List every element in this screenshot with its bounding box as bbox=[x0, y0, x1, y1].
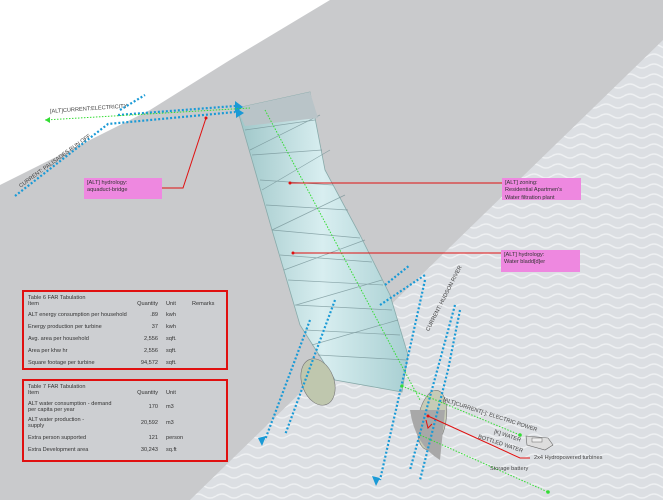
note-water-filtration: [ALT] zoning: Residential Apartmen's Wat… bbox=[502, 178, 581, 201]
table-row: ALT water production - supply 20,592 m3 bbox=[28, 417, 222, 429]
cell: Extra person supported bbox=[28, 435, 87, 441]
table-row: Avg. area per household 2,556 sqft. bbox=[28, 336, 222, 342]
cell: Avg. area per household bbox=[28, 336, 89, 342]
cell: sqft. bbox=[166, 360, 177, 366]
header-item: Item bbox=[28, 390, 39, 396]
callout-lines bbox=[162, 117, 530, 459]
header-unit: Unit bbox=[166, 301, 176, 307]
table-7-far-tabulation: Table 7 FAR Tabulation Item Quantity Uni… bbox=[22, 379, 228, 462]
table-header: Item Quantity Unit bbox=[28, 390, 222, 396]
cell: 121 bbox=[148, 435, 158, 441]
table-row: Extra Development area 30,243 sq.ft bbox=[28, 447, 222, 453]
cell: sqft. bbox=[166, 348, 177, 354]
cell: 20,592 bbox=[140, 420, 158, 426]
cell: 2,556 bbox=[144, 348, 158, 354]
table-row: Extra person supported 121 person bbox=[28, 435, 222, 441]
table-row: Square footage per turbine 94,572 sqft. bbox=[28, 360, 222, 366]
cell: ALT water production - supply bbox=[28, 417, 85, 429]
cell: ALT water consumption - demand per capit… bbox=[28, 401, 112, 413]
cell: 30,243 bbox=[140, 447, 158, 453]
cell: 170 bbox=[148, 404, 158, 410]
table-row: ALT water consumption - demand per capit… bbox=[28, 401, 222, 413]
label-turbines: 2x4 Hydropowered turbines bbox=[534, 455, 603, 461]
table-row: ALT energy consumption per household .89 k… bbox=[28, 312, 222, 318]
table-6-far-tabulation: Table 6 FAR Tabulation Item Quantity Uni… bbox=[22, 290, 228, 370]
cell: sq.ft bbox=[166, 447, 177, 453]
cell: .89 bbox=[150, 312, 158, 318]
note-line: [ALT] hydrology: bbox=[504, 252, 545, 258]
cell: kwh bbox=[166, 324, 176, 330]
header-quantity: Quantity bbox=[137, 301, 158, 307]
table-title: Table 6 FAR Tabulation bbox=[28, 295, 86, 301]
electricity-flows bbox=[14, 94, 462, 481]
table-title: Table 7 FAR Tabulation bbox=[28, 384, 86, 390]
cell: m3 bbox=[166, 420, 174, 426]
cell: Square footage per turbine bbox=[28, 360, 95, 366]
table-row: Area per khw hr 2,556 sqft. bbox=[28, 348, 222, 354]
note-water-bladder: [ALT] hydrology: Water bladd[d]er bbox=[501, 250, 580, 272]
cell: 37 bbox=[151, 324, 158, 330]
cell: kwh bbox=[166, 312, 176, 318]
green-flows bbox=[44, 107, 549, 493]
flow-arrowheads bbox=[235, 101, 380, 486]
note-line: Water bladd[d]er bbox=[504, 259, 546, 266]
cell: 94,572 bbox=[140, 360, 158, 366]
label-storage-battery: Storage battery bbox=[490, 466, 529, 472]
cell: Extra Development area bbox=[28, 447, 89, 453]
table-header: Item Quantity Unit Remarks bbox=[28, 301, 222, 307]
cell: sqft. bbox=[166, 336, 177, 342]
note-line: [ALT] zoning: bbox=[505, 180, 538, 186]
cell: 2,556 bbox=[144, 336, 158, 342]
header-item: Item bbox=[28, 301, 39, 307]
cell: Energy production per turbine bbox=[28, 324, 102, 330]
note-line: [ALT] hydrology: bbox=[87, 180, 128, 186]
table-row: Energy production per turbine 37 kwh bbox=[28, 324, 222, 330]
note-aquaduct-bridge: [ALT] hydrology: aquaduct-bridge bbox=[84, 178, 162, 199]
cell: m3 bbox=[166, 404, 174, 410]
header-unit: Unit bbox=[166, 390, 176, 396]
cell: Area per khw hr bbox=[28, 348, 68, 354]
header-quantity: Quantity bbox=[137, 390, 158, 396]
boat-icon bbox=[525, 435, 554, 451]
cell: ALT energy consumption per household bbox=[28, 312, 127, 318]
header-remarks: Remarks bbox=[192, 301, 215, 307]
note-line: Residential Apartmen's bbox=[505, 187, 563, 194]
note-line: Water filtration plant bbox=[505, 194, 555, 201]
cell: person bbox=[166, 435, 184, 441]
note-line: aquaduct-bridge bbox=[87, 187, 128, 194]
